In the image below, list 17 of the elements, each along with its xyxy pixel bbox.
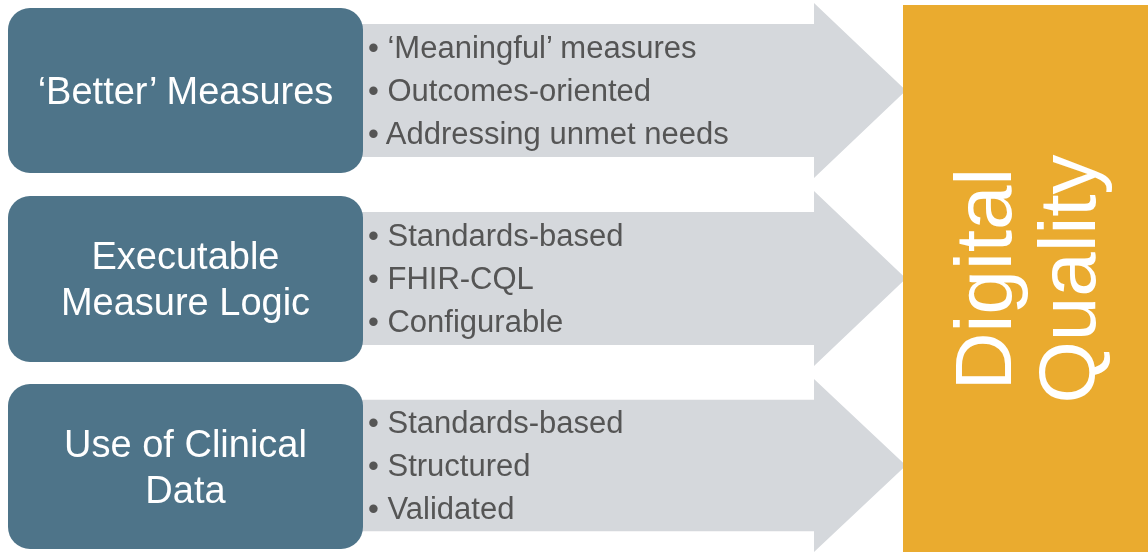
panel-title: Digital Quality bbox=[941, 153, 1110, 405]
vertical-panel bbox=[903, 5, 1148, 552]
bullet-item: • ‘Meaningful’ measures bbox=[368, 29, 698, 67]
box-label: Executable Measure Logic bbox=[59, 234, 312, 325]
bullet-item: • Outcomes-oriented bbox=[368, 72, 653, 110]
bullet-item: • FHIR-CQL bbox=[368, 260, 535, 298]
bullet-item: • Addressing unmet needs bbox=[368, 115, 729, 153]
bullet-item: • Configurable bbox=[368, 303, 565, 341]
bullet-item: • Validated bbox=[368, 490, 516, 528]
bullet-item: • Standards-based bbox=[368, 404, 624, 442]
rounded-box bbox=[8, 8, 363, 173]
bullet-item: • Standards-based bbox=[368, 217, 624, 255]
box-label: Use of Clinical Data bbox=[63, 421, 308, 513]
bullet-item: • Structured bbox=[368, 447, 532, 485]
rounded-box bbox=[8, 384, 363, 549]
rounded-box bbox=[8, 196, 363, 362]
box-label: ‘Better’ Measures bbox=[37, 68, 334, 114]
